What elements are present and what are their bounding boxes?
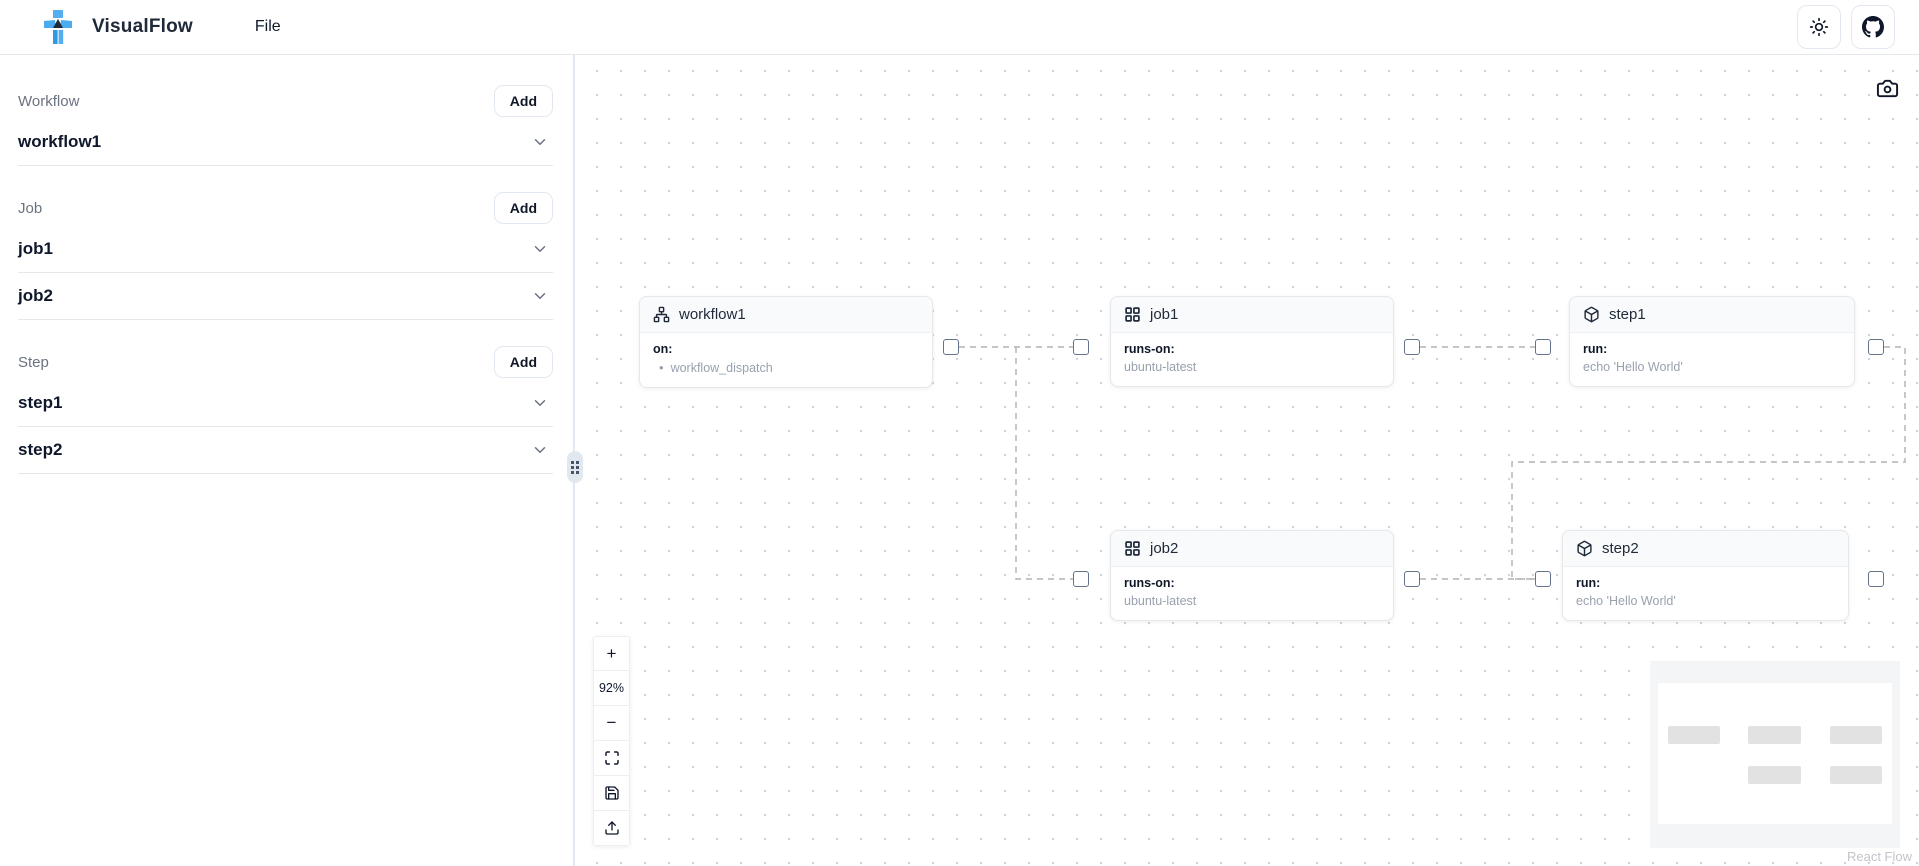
app-title: VisualFlow — [92, 16, 193, 37]
section-label-job: Job — [18, 199, 43, 217]
chevron-down-icon[interactable] — [531, 133, 549, 151]
chevron-down-icon[interactable] — [531, 394, 549, 412]
step-box-icon — [1583, 306, 1600, 323]
node-step1[interactable]: step1 run: echo 'Hello World' — [1569, 296, 1855, 387]
add-workflow-button[interactable]: Add — [493, 85, 553, 117]
node-field-value: • workflow_dispatch — [659, 360, 773, 375]
node-field-label: runs-on: — [1124, 576, 1175, 590]
handle-job1-source[interactable] — [1404, 339, 1420, 355]
minimap-node-step2 — [1830, 766, 1882, 784]
node-job1[interactable]: job1 runs-on: ubuntu-latest — [1110, 296, 1394, 387]
node-field-value: echo 'Hello World' — [1576, 594, 1676, 608]
node-job2[interactable]: job2 runs-on: ubuntu-latest — [1110, 530, 1394, 621]
sidebar-item-job2[interactable]: job2 — [18, 273, 553, 320]
job-grid-icon — [1124, 540, 1141, 557]
section-label-step: Step — [18, 353, 49, 371]
sidebar-resize-handle[interactable] — [567, 451, 583, 483]
menu-file[interactable]: File — [254, 18, 281, 35]
github-button[interactable] — [1851, 5, 1895, 49]
minimap-viewport — [1658, 683, 1892, 824]
handle-step1-source[interactable] — [1868, 339, 1884, 355]
handle-job1-target[interactable] — [1073, 339, 1089, 355]
workflow-network-icon — [653, 306, 670, 323]
node-field-value: echo 'Hello World' — [1583, 360, 1683, 374]
theme-toggle-button[interactable] — [1797, 5, 1841, 49]
add-step-button[interactable]: Add — [493, 346, 553, 378]
handle-step1-target[interactable] — [1535, 339, 1551, 355]
minimap-node-job1 — [1748, 726, 1801, 744]
github-icon — [1862, 16, 1884, 38]
fit-view-button[interactable] — [593, 741, 630, 776]
sidebar-item-job1[interactable]: job1 — [18, 226, 553, 273]
handle-job2-source[interactable] — [1404, 571, 1420, 587]
zoom-in-button[interactable]: + — [593, 636, 630, 671]
job-grid-icon — [1124, 306, 1141, 323]
minimap-node-step1 — [1830, 726, 1882, 744]
handle-workflow1-source[interactable] — [943, 339, 959, 355]
upload-button[interactable] — [593, 811, 630, 846]
app-logo-icon — [44, 9, 74, 45]
save-button[interactable] — [593, 776, 630, 811]
sidebar: Workflow Add workflow1 Job Add job1 — [0, 55, 575, 866]
flow-canvas[interactable]: workflow1 on: • workflow_dispatch — [575, 55, 1919, 866]
sidebar-section-step: Step Add step1 step2 — [18, 346, 553, 474]
zoom-out-button[interactable]: − — [593, 706, 630, 741]
menubar: File — [255, 18, 281, 36]
sidebar-item-step2[interactable]: step2 — [18, 427, 553, 474]
minimap-node-job2 — [1748, 766, 1801, 784]
sidebar-section-workflow: Workflow Add workflow1 — [18, 85, 553, 166]
handle-step2-target[interactable] — [1535, 571, 1551, 587]
edge-layer — [959, 346, 1906, 580]
chevron-down-icon[interactable] — [531, 240, 549, 258]
grip-dots-icon — [571, 460, 579, 474]
node-field-value: ubuntu-latest — [1124, 360, 1197, 374]
chevron-down-icon[interactable] — [531, 287, 549, 305]
node-workflow1[interactable]: workflow1 on: • workflow_dispatch — [639, 296, 933, 388]
node-step2[interactable]: step2 run: echo 'Hello World' — [1562, 530, 1849, 621]
add-job-button[interactable]: Add — [493, 192, 553, 224]
chevron-down-icon[interactable] — [531, 441, 549, 459]
edge-step1-step2[interactable] — [1511, 346, 1906, 580]
minimap[interactable] — [1650, 661, 1900, 848]
save-floppy-icon — [604, 785, 620, 801]
node-field-label: run: — [1583, 342, 1608, 356]
sidebar-section-job: Job Add job1 job2 — [18, 192, 553, 320]
fit-view-icon — [604, 750, 620, 766]
camera-icon — [1876, 77, 1899, 100]
canvas-controls: + 92% − — [593, 636, 630, 846]
screenshot-camera-button[interactable] — [1874, 75, 1901, 102]
edge-workflow1-job2[interactable] — [1015, 347, 1073, 580]
node-field-value: ubuntu-latest — [1124, 594, 1197, 608]
sidebar-item-workflow1[interactable]: workflow1 — [18, 119, 553, 166]
handle-step2-source[interactable] — [1868, 571, 1884, 587]
app-header: VisualFlow File — [0, 0, 1919, 55]
react-flow-attribution[interactable]: React Flow — [1846, 849, 1912, 864]
handle-job2-target[interactable] — [1073, 571, 1089, 587]
zoom-level: 92% — [593, 671, 630, 706]
step-box-icon — [1576, 540, 1593, 557]
node-field-label: run: — [1576, 576, 1601, 590]
section-label-workflow: Workflow — [18, 92, 80, 110]
node-field-label: on: — [653, 342, 673, 356]
node-field-label: runs-on: — [1124, 342, 1175, 356]
sun-icon — [1809, 17, 1829, 37]
upload-icon — [604, 820, 620, 836]
sidebar-item-step1[interactable]: step1 — [18, 380, 553, 427]
minimap-node-workflow1 — [1668, 726, 1720, 744]
